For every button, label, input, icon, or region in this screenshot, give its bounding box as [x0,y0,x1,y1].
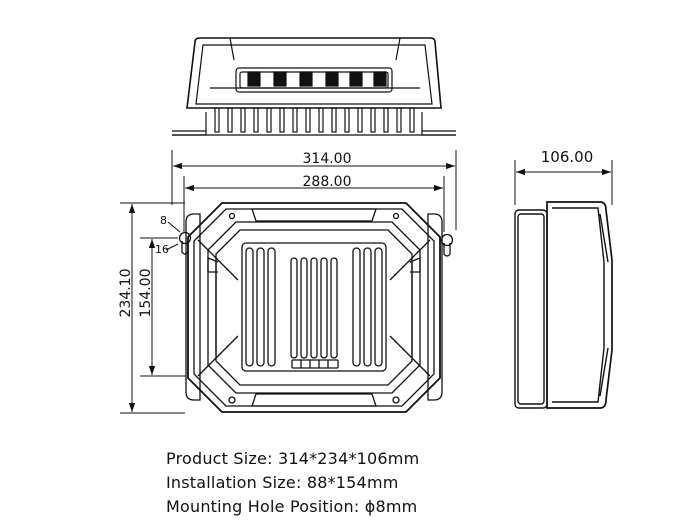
side-view [514,201,613,409]
dim-overall-width: 314.00 [303,151,352,167]
spec-label: Product Size: [166,449,273,468]
dim-depth: 106.00 [541,148,594,166]
width-dimensions [171,150,457,232]
depth-dimension [514,160,613,205]
cooling-slots-right [352,247,383,367]
mounting-holes [178,231,454,257]
dim-hole-spacing: 288.00 [303,174,352,190]
heatsink-fins [214,107,415,133]
terminal-screws [247,71,387,87]
dim-hole-diameter: 16 [155,243,169,256]
spec-label: Installation Size: [166,473,302,492]
dim-hole-vertical: 154.00 [138,269,154,318]
spec-product-size: Product Size: 314*234*106mm [166,449,419,468]
spec-value: 314*234*106mm [277,449,420,468]
dim-hole-offset: 8 [160,214,167,227]
spec-mounting-hole: Mounting Hole Position: ϕ8mm [166,497,417,516]
front-view [178,202,454,413]
cooling-slots-left [245,247,276,367]
cooling-slots-center [290,257,338,359]
top-view [172,37,456,136]
terminal-strip [291,359,339,369]
spec-label: Mounting Hole Position: [166,497,360,516]
height-dimensions [120,202,186,414]
spec-value: 88*154mm [306,473,399,492]
spec-value: ϕ8mm [364,497,418,516]
dim-overall-height: 234.10 [118,269,134,318]
spec-installation-size: Installation Size: 88*154mm [166,473,399,492]
